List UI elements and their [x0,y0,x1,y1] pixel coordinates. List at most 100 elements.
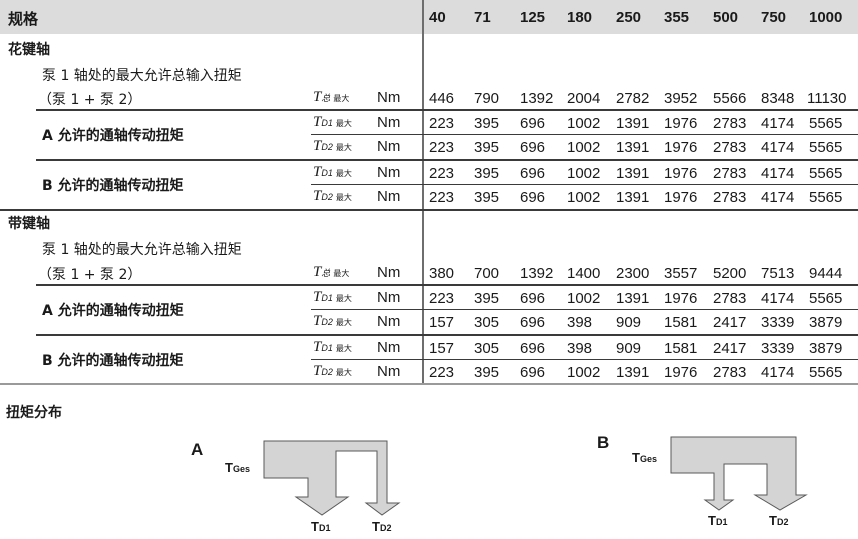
cell: 395 [474,139,500,156]
cell: 4174 [761,139,795,156]
cell: 305 [474,340,500,357]
unit: Nm [377,164,401,181]
cell: 696 [520,364,546,381]
column-divider [422,0,424,383]
cell: 395 [474,115,500,132]
cell: 1391 [616,115,650,132]
size-header: 500 [713,9,739,26]
size-header: 1000 [809,9,843,26]
cell: 1391 [616,290,650,307]
cell: 5565 [809,165,843,182]
total-torque-label: 泵 1 轴处的最大允许总输入扭矩 [42,68,242,84]
t-d2-label: TD2 [769,513,789,528]
cell: 4174 [761,189,795,206]
unit: Nm [377,138,401,155]
cell: 2783 [713,139,747,156]
cell: 909 [616,314,642,331]
cell: 1976 [664,115,698,132]
cell: 157 [429,314,455,331]
cell: 2783 [713,364,747,381]
cell: 1391 [616,364,650,381]
cell: 696 [520,165,546,182]
symbol-t-total: T总最大 [313,89,350,105]
size-header: 40 [429,9,446,26]
total-torque-label-line2: （泵 1 + 泵 2） [38,267,142,283]
cell: 1002 [567,189,601,206]
cell: 696 [520,340,546,357]
divider [311,359,858,360]
cell: 223 [429,364,455,381]
diagram-label: B [597,433,610,452]
cell: 3339 [761,314,795,331]
table-header-row: 规格 40 71 125 180 250 355 500 750 1000 [0,0,858,34]
cell: 5565 [809,290,843,307]
unit: Nm [377,289,401,306]
group-label-b: B 允许的通轴传动扭矩 [42,353,184,369]
cell: 2417 [713,314,747,331]
cell: 1976 [664,364,698,381]
cell: 1392 [520,265,554,282]
cell: 3879 [809,314,843,331]
t-d1-label: TD1 [708,513,728,528]
cell: 398 [567,340,593,357]
cell: 395 [474,165,500,182]
unit: Nm [377,363,401,380]
cell: 223 [429,115,455,132]
cell: 4174 [761,290,795,307]
divider [0,209,858,211]
cell: 4174 [761,115,795,132]
divider [311,134,858,135]
cell: 2783 [713,189,747,206]
cell: 3879 [809,340,843,357]
symbol-t-total: T总最大 [313,264,350,280]
size-header: 71 [474,9,491,26]
cell: 4174 [761,165,795,182]
cell: 1002 [567,165,601,182]
size-header: 750 [761,9,787,26]
cell: 5566 [713,90,747,107]
cell: 3339 [761,340,795,357]
cell: 5200 [713,265,747,282]
cell: 2783 [713,290,747,307]
cell: 1392 [520,90,554,107]
t-d2-label: TD2 [372,519,392,534]
cell: 696 [520,314,546,331]
cell: 2417 [713,340,747,357]
cell: 4174 [761,364,795,381]
divider [0,383,858,385]
cell: 5565 [809,115,843,132]
table-row: （泵 1 + 泵 2） T总最大 Nm 446 790 1392 2004 27… [0,86,858,111]
cell: 305 [474,314,500,331]
cell: 1391 [616,165,650,182]
diagram-label: A [191,440,204,459]
divider [36,284,858,286]
cell: 1002 [567,139,601,156]
cell: 1581 [664,314,698,331]
cell: 11130 [807,90,847,107]
cell: 2782 [616,90,650,107]
size-header: 180 [567,9,593,26]
cell: 223 [429,189,455,206]
cell: 395 [474,290,500,307]
unit: Nm [377,264,401,281]
unit: Nm [377,313,401,330]
cell: 2783 [713,165,747,182]
cell: 696 [520,139,546,156]
torque-distribution-title: 扭矩分布 [6,405,62,421]
cell: 2004 [567,90,601,107]
spec-header-label: 规格 [8,10,39,28]
cell: 7513 [761,265,795,282]
cell: 5565 [809,189,843,206]
cell: 9444 [809,265,843,282]
